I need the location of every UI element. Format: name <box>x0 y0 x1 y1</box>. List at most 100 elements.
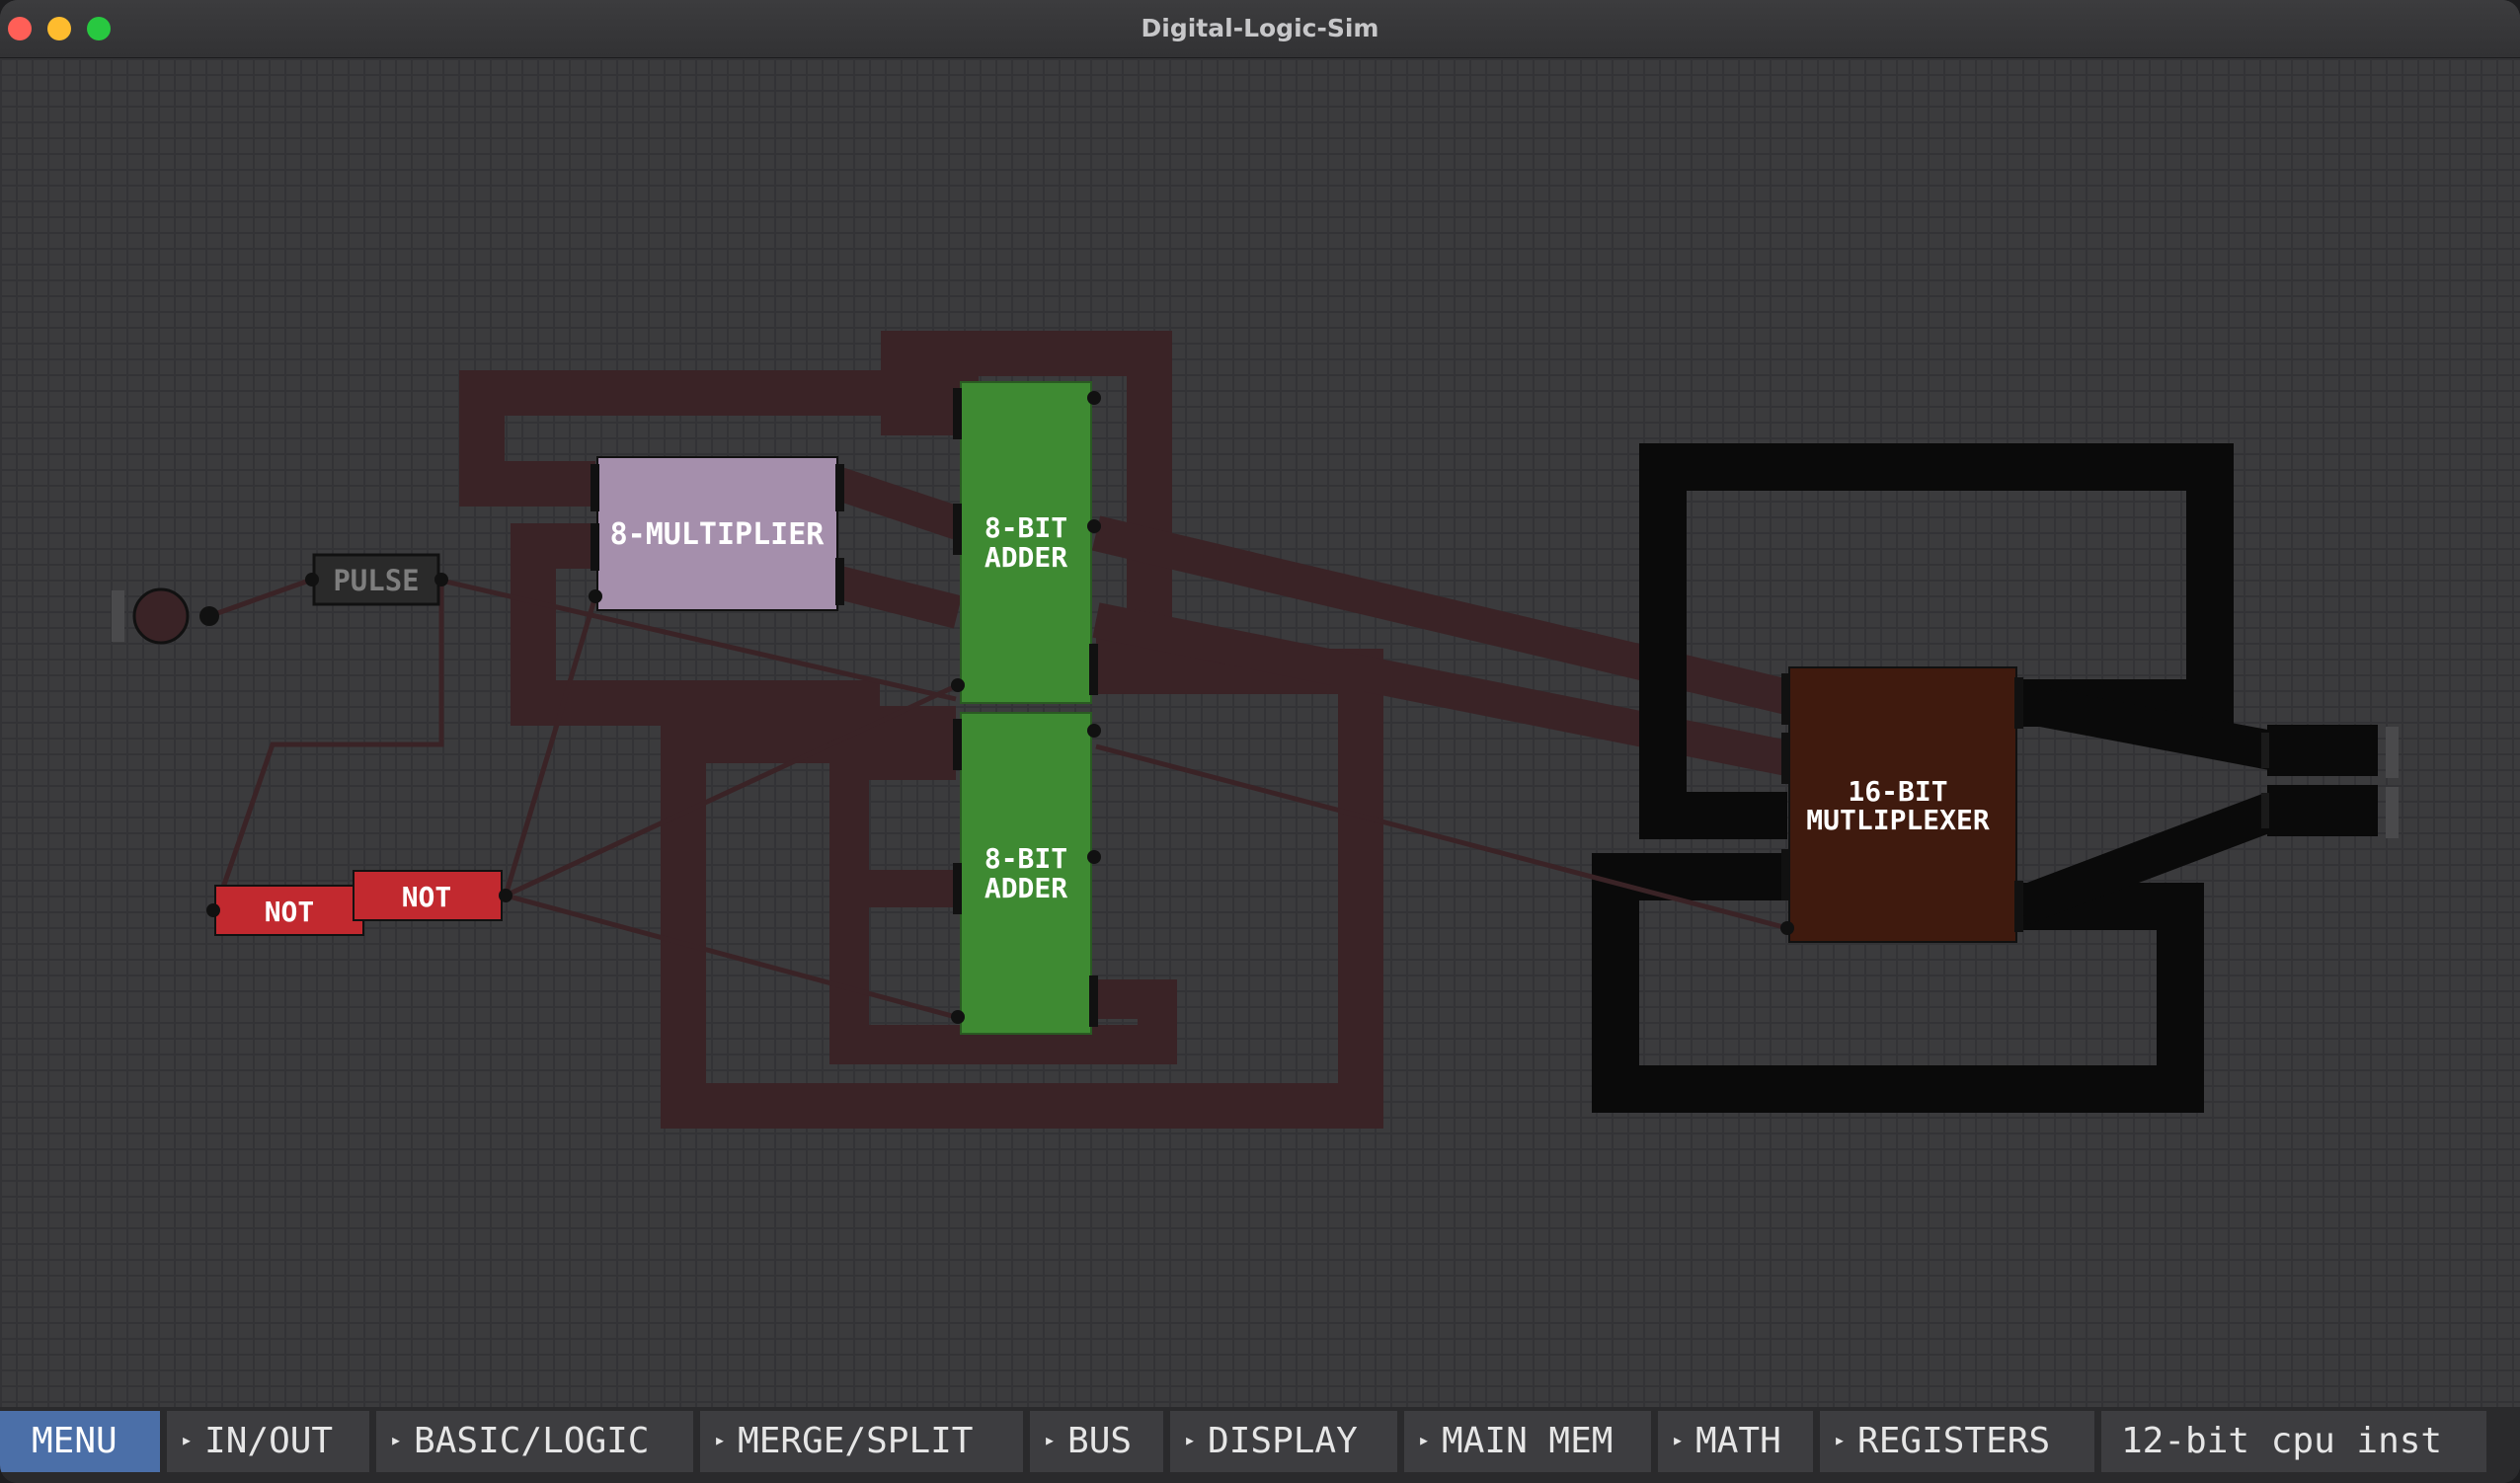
adder-carry-in-pin[interactable] <box>951 678 965 692</box>
adder-input-pin[interactable] <box>953 388 962 439</box>
adder-output-pin[interactable] <box>1087 391 1101 405</box>
minimize-window-button[interactable] <box>47 17 71 40</box>
multiplier-label: 8-MULTIPLIER <box>610 517 826 552</box>
category-bus[interactable]: ▸BUS <box>1030 1411 1163 1472</box>
bus-wire[interactable] <box>1639 443 2234 839</box>
multiplier-input-pin[interactable] <box>589 589 602 603</box>
pulse-output-pin[interactable] <box>434 573 448 586</box>
close-window-button[interactable] <box>8 17 32 40</box>
mux-input-pin[interactable] <box>1781 849 1790 900</box>
category-label: REGISTERS <box>1857 1421 2051 1461</box>
multiplier-chip[interactable]: 8-MULTIPLIER <box>589 456 844 611</box>
not-input-pin[interactable] <box>206 903 220 917</box>
adder-top-label-2: ADDER <box>984 541 1067 574</box>
bus-wire[interactable] <box>1592 853 2204 1113</box>
adder-output-pin[interactable] <box>1087 519 1101 533</box>
mux-output-pin[interactable] <box>2014 677 2023 729</box>
category-main-mem[interactable]: ▸ MAIN MEM <box>1404 1411 1651 1472</box>
wire[interactable] <box>1095 743 1788 931</box>
adder-bottom-body[interactable] <box>960 712 1092 1035</box>
project-chip-label: 12-bit cpu inst <box>2121 1421 2443 1461</box>
window-title: Digital-Logic-Sim <box>1141 14 1379 42</box>
not-gate-left[interactable]: NOT <box>206 885 374 936</box>
bus-wire[interactable] <box>829 741 1177 1064</box>
wire[interactable] <box>504 682 960 898</box>
category-registers[interactable]: ▸ REGISTERS <box>1820 1411 2094 1472</box>
bus-wire[interactable] <box>2016 683 2275 770</box>
multiplexer-label-2: MUTLIPLEXER <box>1806 804 1990 836</box>
adder-carry-in-pin[interactable] <box>951 1010 965 1024</box>
adder-output-pin[interactable] <box>1089 644 1098 695</box>
multiplier-input-pin[interactable] <box>591 464 599 511</box>
category-merge-split[interactable]: ▸MERGE/SPLIT <box>700 1411 1023 1472</box>
adder-output-pin[interactable] <box>1087 850 1101 864</box>
wire[interactable] <box>505 893 957 1020</box>
mux-select-pin[interactable] <box>1780 921 1794 935</box>
wire[interactable] <box>212 581 444 911</box>
wire[interactable] <box>208 578 310 619</box>
category-label: MAIN MEM <box>1442 1421 1614 1461</box>
category-basic-logic[interactable]: ▸BASIC/LOGIC <box>376 1411 693 1472</box>
category-display[interactable]: ▸ DISPLAY <box>1170 1411 1397 1472</box>
output-display-1[interactable] <box>2267 725 2378 776</box>
output-display-2[interactable] <box>2267 785 2378 836</box>
not-right-body[interactable] <box>353 870 503 921</box>
multiplier-chip-body[interactable] <box>596 456 838 611</box>
mux-output-pin[interactable] <box>2014 881 2023 932</box>
bottom-toolbar: MENU ▸IN/OUT ▸BASIC/LOGIC ▸MERGE/SPLIT ▸… <box>0 1407 2520 1483</box>
category-math[interactable]: ▸MATH <box>1658 1411 1813 1472</box>
bus-wire[interactable] <box>834 566 963 629</box>
adder-output-pin[interactable] <box>1089 976 1098 1027</box>
output-pin-connector[interactable] <box>2261 793 2269 828</box>
adder-top-label-1: 8-BIT <box>984 511 1067 544</box>
input-pin-handle[interactable] <box>112 590 124 642</box>
output-pin-handle[interactable] <box>2386 787 2399 838</box>
adder-chip-top[interactable]: 8-BIT ADDER <box>951 381 1101 704</box>
adder-bottom-label-2: ADDER <box>984 872 1067 904</box>
multiplexer-chip[interactable]: 16-BIT MUTLIPLEXER <box>1780 666 2023 943</box>
output-pin-connector[interactable] <box>2261 733 2269 768</box>
output-pins[interactable] <box>2261 725 2399 838</box>
multiplier-output-pin[interactable] <box>835 558 844 605</box>
mux-input-pin[interactable] <box>1781 733 1790 784</box>
bus-wire[interactable] <box>833 467 964 540</box>
wire[interactable] <box>440 578 957 702</box>
input-toggle[interactable] <box>112 587 219 645</box>
adder-input-pin[interactable] <box>953 504 962 555</box>
wire[interactable] <box>503 595 598 897</box>
maximize-window-button[interactable] <box>87 17 111 40</box>
adder-top-body[interactable] <box>960 381 1092 704</box>
menu-button[interactable]: MENU <box>0 1411 160 1472</box>
expand-arrow-icon: ▸ <box>1184 1428 1197 1451</box>
not-gate-right[interactable]: NOT <box>353 870 512 921</box>
expand-arrow-icon: ▸ <box>1418 1428 1431 1451</box>
expand-arrow-icon: ▸ <box>390 1428 403 1451</box>
project-chip-button[interactable]: 12-bit cpu inst <box>2101 1411 2486 1472</box>
adder-output-pin[interactable] <box>1087 724 1101 738</box>
pulse-input-pin[interactable] <box>305 573 319 586</box>
output-pin-handle[interactable] <box>2386 727 2399 778</box>
category-label: BUS <box>1067 1421 1133 1461</box>
category-label: IN/OUT <box>204 1421 334 1461</box>
category-in-out[interactable]: ▸IN/OUT <box>167 1411 369 1472</box>
adder-bottom-label-1: 8-BIT <box>984 842 1067 875</box>
category-label: MATH <box>1695 1421 1781 1461</box>
not-output-pin[interactable] <box>499 889 512 902</box>
category-label: DISPLAY <box>1208 1421 1358 1461</box>
multiplier-output-pin[interactable] <box>835 464 844 511</box>
adder-input-pin[interactable] <box>953 719 962 770</box>
category-label: MERGE/SPLIT <box>738 1421 974 1461</box>
circuit-canvas[interactable]: PULSE 8-MULTIPLIER 8-BI <box>0 58 2520 1407</box>
input-pin[interactable] <box>199 606 219 626</box>
adder-chip-bottom[interactable]: 8-BIT ADDER <box>951 712 1101 1035</box>
bus-wire[interactable] <box>2012 793 2279 925</box>
mux-input-pin[interactable] <box>1781 673 1790 725</box>
input-toggle-button[interactable] <box>132 587 190 645</box>
expand-arrow-icon: ▸ <box>1834 1428 1847 1451</box>
pulse-chip[interactable]: PULSE <box>305 553 448 606</box>
multiplier-input-pin[interactable] <box>591 523 599 571</box>
adder-input-pin[interactable] <box>953 863 962 914</box>
pulse-label: PULSE <box>333 564 419 597</box>
multiplexer-body[interactable] <box>1788 666 2017 943</box>
